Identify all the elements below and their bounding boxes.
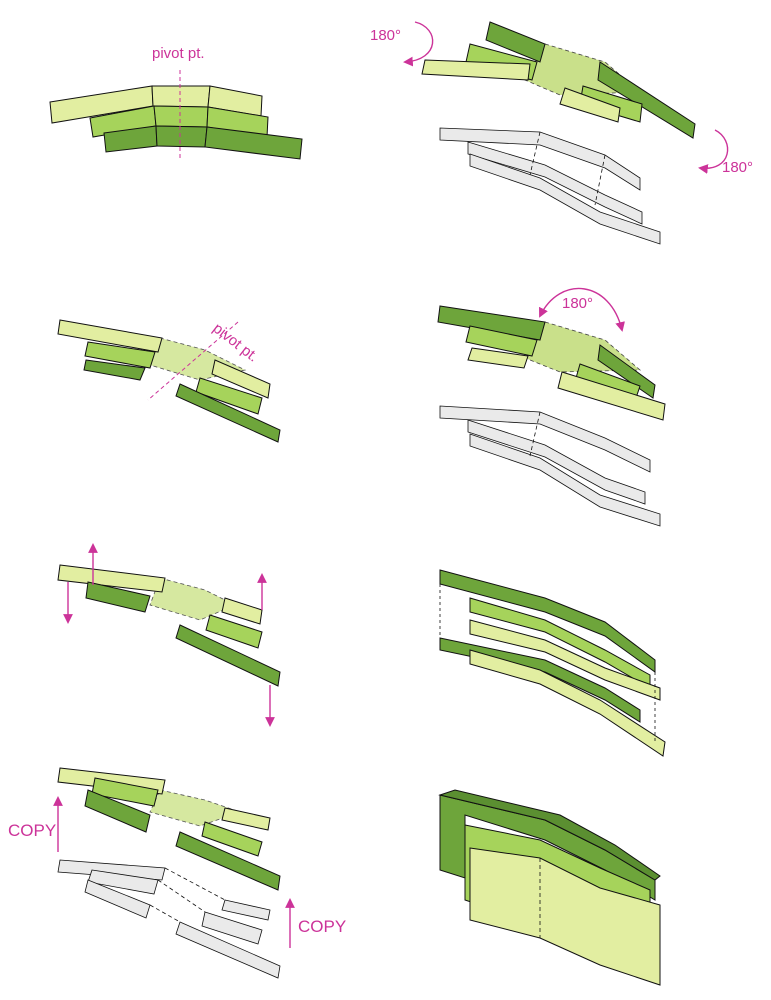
panel-pivot-diagonal: pivot pt. [57,319,281,443]
slab-light-bottom [469,649,666,757]
bar-left-mid [465,325,538,357]
bar-right-dark [597,61,696,139]
bar-mid-right [205,614,263,649]
bar-light [57,319,163,353]
bar-dark [84,789,151,833]
bar-mid [84,341,156,369]
bar-dark-right [175,831,281,891]
bar-left-dark [437,305,546,341]
bar-dark [85,581,151,613]
bar-right-dark [597,344,656,399]
bar-mid-right [195,377,263,415]
copy-label-1: COPY [8,821,56,840]
bar-right-light [557,371,666,421]
bar-left-light [421,59,531,81]
bar-dark [103,125,303,160]
slab-light-top [469,619,661,701]
base-gray [439,405,661,527]
bar-light-right [221,807,271,831]
rotate-label-a: 180° [370,27,401,44]
panel-rotate-middle: 180° [437,287,666,527]
panel-stacked-slabs [439,569,666,757]
copy-gray [57,859,281,979]
bar-left-dark [485,21,546,63]
rotate-arrow-b [698,129,729,174]
bar-right-light [559,87,621,123]
pivot-label: pivot pt. [152,45,205,62]
bar-mid [91,777,159,807]
panel-copy: COPY COPY [8,767,346,979]
rotate-label-b: 180° [722,159,753,176]
rotate-arrow-a [403,21,434,67]
panel-rotate-ends: 180° 180° [370,21,753,245]
rotate-label-c: 180° [562,295,593,312]
bar-dark [83,359,146,381]
base-gray [439,127,661,245]
panel-vertical-shift [57,543,281,727]
pivot-line [147,321,239,401]
volume-light [469,847,661,986]
bar-light-right [211,359,271,399]
mid-segment-dashed [149,789,242,827]
rotate-arrow-c [539,287,625,332]
volume-dark-top [438,789,661,881]
bar-mid-right [201,821,263,857]
panel-extruded [438,789,661,986]
bar-dark-right [175,383,281,443]
copy-label-2: COPY [298,917,346,936]
bar-light [49,85,263,124]
bar-dark-right [175,624,281,687]
bar-light [57,564,166,593]
bar-light-right [221,597,263,625]
mid-segment-dashed [149,577,236,621]
panel-pivot-flat: pivot pt. [49,45,303,160]
bar-left-light [467,347,529,369]
